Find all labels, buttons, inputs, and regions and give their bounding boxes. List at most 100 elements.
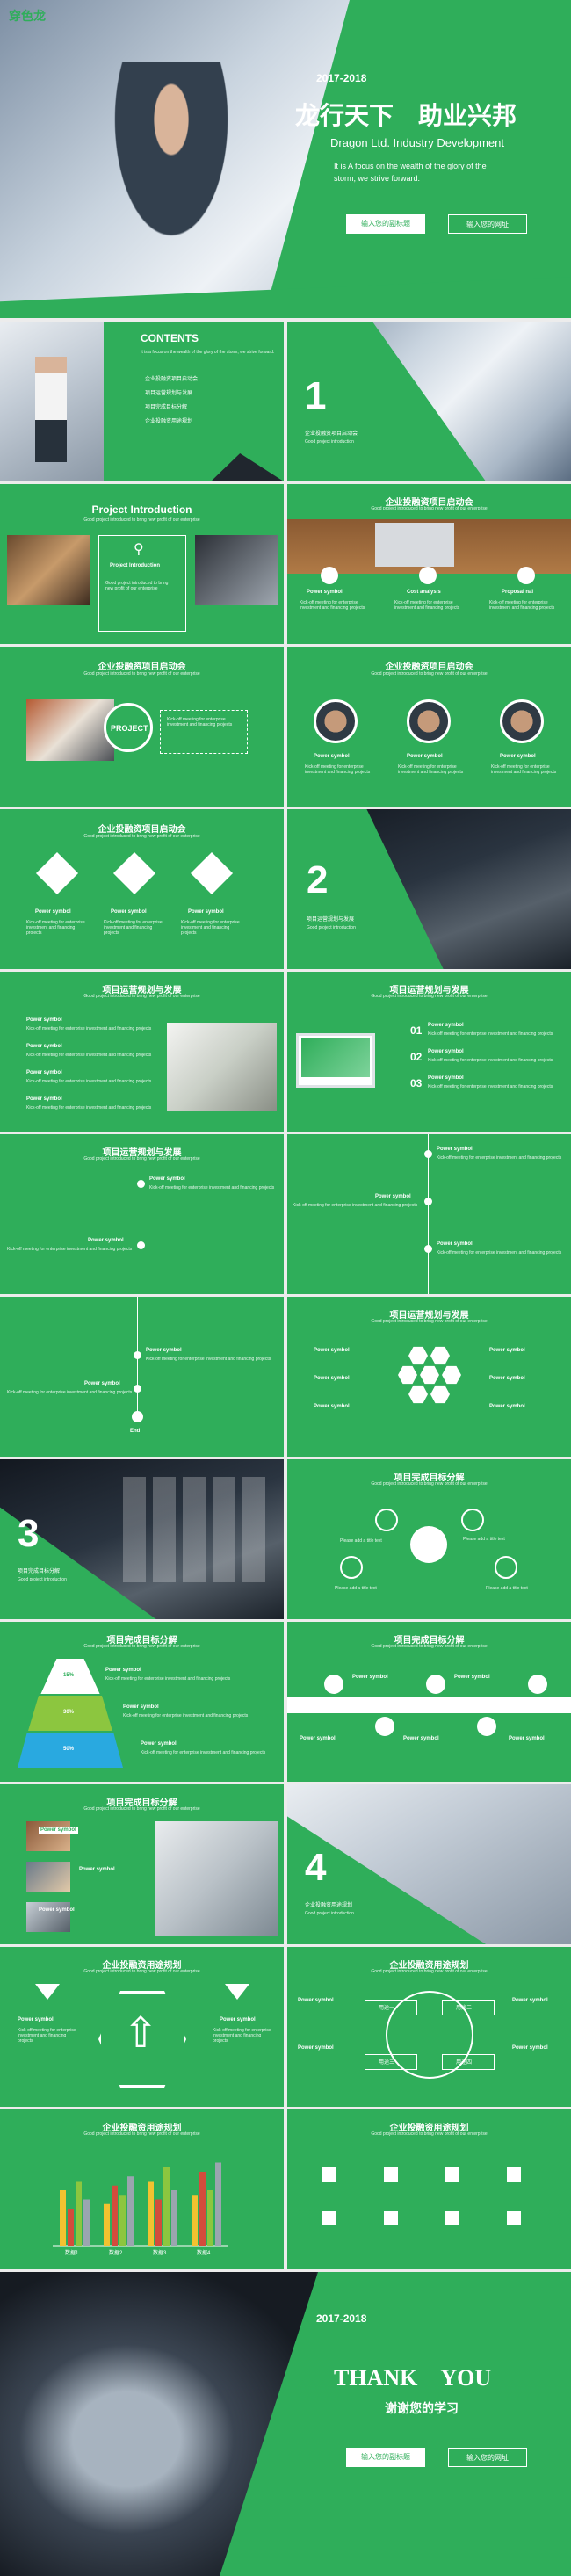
timeline1-node-2 bbox=[137, 1241, 145, 1249]
icons-tile-4 bbox=[507, 2167, 521, 2182]
chart-bar bbox=[155, 2199, 162, 2246]
timeline1-label-1: Power symbol bbox=[149, 1176, 185, 1182]
icons-tile-2 bbox=[384, 2167, 398, 2182]
kickoff4-label-1: Power symbol bbox=[35, 909, 71, 915]
hexagon-5 bbox=[442, 1365, 461, 1385]
timeline1-title: 项目运营规划与发展 bbox=[102, 1148, 182, 1158]
pyramid-label-1: Power symbol bbox=[105, 1668, 141, 1673]
contents-item-4[interactable]: 企业投融资用途规划 bbox=[145, 419, 193, 424]
timeline1-node-1 bbox=[137, 1180, 145, 1188]
chart-bar bbox=[104, 2203, 110, 2246]
icons-title: 企业投融资用途规划 bbox=[389, 2124, 469, 2133]
gallery-sub: Good project introduced to bring new pro… bbox=[83, 1806, 200, 1812]
ops-text-2: Kick-off meeting for enterprise investme… bbox=[26, 1053, 152, 1058]
contents-item-1[interactable]: 企业投融资项目启动会 bbox=[145, 377, 199, 382]
timeline-slide-3: Power symbol Kick-off meeting for enterp… bbox=[0, 1297, 284, 1457]
timeline2-text-2: Kick-off meeting for enterprise investme… bbox=[293, 1203, 418, 1208]
kickoff3-label-3: Power symbol bbox=[500, 754, 536, 759]
pyramid-sub: Good project introduced to bring new pro… bbox=[83, 1644, 200, 1649]
pyramid-text-2: Kick-off meeting for enterprise investme… bbox=[123, 1713, 249, 1719]
kickoff4-text-3: Kick-off meeting for enterprise investme… bbox=[181, 920, 240, 936]
goals2-label-4: Power symbol bbox=[454, 1675, 490, 1680]
usage2-quad-2 bbox=[442, 2000, 495, 2015]
folder-icon bbox=[517, 567, 535, 584]
kickoff4-label-2: Power symbol bbox=[111, 909, 147, 915]
timeline1-sub: Good project introduced to bring new pro… bbox=[83, 1156, 200, 1161]
goals-label-3: Please add a title text bbox=[335, 1586, 377, 1591]
contents-item-3[interactable]: 项目完成目标分解 bbox=[145, 405, 188, 410]
cover-subtitle: Dragon Ltd. Industry Development bbox=[330, 136, 504, 149]
ops2-num-3: 03 bbox=[410, 1077, 423, 1089]
kickoff2-badge bbox=[104, 703, 153, 752]
project-intro-slide: Project Introduction Good project introd… bbox=[0, 484, 284, 644]
hexagon-3 bbox=[398, 1365, 417, 1385]
timeline2-label-1: Power symbol bbox=[437, 1147, 473, 1152]
goals2-band bbox=[287, 1697, 571, 1713]
cover-green-panel bbox=[264, 0, 571, 318]
chart-bar bbox=[83, 2199, 90, 2246]
gallery-title: 项目完成目标分解 bbox=[106, 1798, 177, 1808]
closing-slide: 2017-2018 THANK YOU 谢谢您的学习 输入您的副标题 输入您的网… bbox=[0, 2272, 571, 2576]
section4-sub: Good project introduction bbox=[305, 1911, 354, 1916]
kickoff4-sub: Good project introduced to bring new pro… bbox=[83, 834, 200, 839]
gallery-photo-3 bbox=[26, 1902, 70, 1932]
kickoff4-title: 企业投融资项目启动会 bbox=[98, 825, 186, 835]
usage-title: 企业投融资用途规划 bbox=[102, 1961, 182, 1971]
contents-person bbox=[35, 357, 67, 462]
chart-category-label: 数据4 bbox=[197, 2249, 211, 2256]
usage-label-1: Power symbol bbox=[18, 2017, 54, 2022]
contents-slide: CONTENTS It is a focus on the wealth of … bbox=[0, 322, 284, 481]
usage2-circle bbox=[386, 1991, 473, 2079]
hexagon-sub: Good project introduced to bring new pro… bbox=[371, 1319, 488, 1324]
cover-title: 龙行天下 助业兴邦 bbox=[295, 102, 517, 129]
kickoff3-sub: Good project introduced to bring new pro… bbox=[371, 671, 488, 677]
section1-number: 1 bbox=[305, 374, 327, 417]
chart-bar bbox=[148, 2181, 154, 2246]
chart-sub: Good project introduced to bring new pro… bbox=[83, 2131, 200, 2137]
timeline2-node-3 bbox=[424, 1245, 432, 1253]
pyramid-text-3: Kick-off meeting for enterprise investme… bbox=[141, 1750, 266, 1755]
closing-subtitle-button[interactable]: 输入您的副标题 bbox=[346, 2448, 425, 2467]
ops-photo bbox=[167, 1023, 277, 1111]
kickoff2-text: Kick-off meeting for enterprise investme… bbox=[167, 717, 233, 727]
project-intro-box bbox=[98, 535, 186, 632]
ops-label-3: Power symbol bbox=[26, 1070, 62, 1075]
goals2-sub: Good project introduced to bring new pro… bbox=[371, 1644, 488, 1649]
contents-desc: It is a focus on the wealth of the glory… bbox=[141, 350, 275, 355]
gallery-label-3: Power symbol bbox=[39, 1907, 75, 1913]
monitor-icon bbox=[321, 567, 338, 584]
cover-url-button[interactable]: 输入您的网址 bbox=[448, 214, 527, 234]
goals-node-1 bbox=[375, 1509, 398, 1531]
closing-url-button[interactable]: 输入您的网址 bbox=[448, 2448, 527, 2467]
goals2-icon-2 bbox=[375, 1717, 394, 1736]
pyramid-label-3: Power symbol bbox=[141, 1741, 177, 1747]
ops2-num-1: 01 bbox=[410, 1024, 423, 1037]
timeline2-axis bbox=[428, 1134, 429, 1294]
project-intro-photo-left bbox=[7, 535, 90, 605]
kickoff3-avatar-3 bbox=[500, 699, 544, 743]
usage2-label-4: Power symbol bbox=[512, 2045, 548, 2051]
section3-title: 项目完成目标分解 bbox=[18, 1569, 61, 1574]
section1-green-panel bbox=[287, 322, 487, 481]
kickoff-sub: Good project introduced to bring new pro… bbox=[371, 506, 488, 511]
kickoff-item-3-label: Proposal nal bbox=[502, 590, 534, 595]
hexagon-label-2: Power symbol bbox=[314, 1376, 350, 1381]
hand-icon bbox=[35, 851, 79, 895]
icons-tile-8 bbox=[507, 2211, 521, 2225]
timeline2-text-3: Kick-off meeting for enterprise investme… bbox=[437, 1250, 562, 1255]
usage2-quad-3 bbox=[365, 2054, 417, 2070]
kickoff4-label-3: Power symbol bbox=[188, 909, 224, 915]
usage-arrow-right bbox=[225, 1984, 249, 2000]
ops-label-1: Power symbol bbox=[26, 1017, 62, 1023]
cover-subtitle-button[interactable]: 输入您的副标题 bbox=[346, 214, 425, 234]
closing-year: 2017-2018 bbox=[316, 2312, 367, 2325]
goals2-icon-4 bbox=[477, 1717, 496, 1736]
contents-item-2[interactable]: 项目运营规划与发展 bbox=[145, 391, 193, 396]
icons-tile-7 bbox=[445, 2211, 459, 2225]
cover-tagline-1: It is A focus on the wealth of the glory… bbox=[334, 162, 487, 170]
timeline-slide-2: Power symbol Kick-off meeting for enterp… bbox=[287, 1134, 571, 1294]
chart-icon bbox=[419, 567, 437, 584]
timeline1-text-2: Kick-off meeting for enterprise investme… bbox=[7, 1247, 133, 1252]
gallery-label-1: Power symbol bbox=[39, 1827, 78, 1834]
timeline1-label-2: Power symbol bbox=[88, 1238, 124, 1243]
